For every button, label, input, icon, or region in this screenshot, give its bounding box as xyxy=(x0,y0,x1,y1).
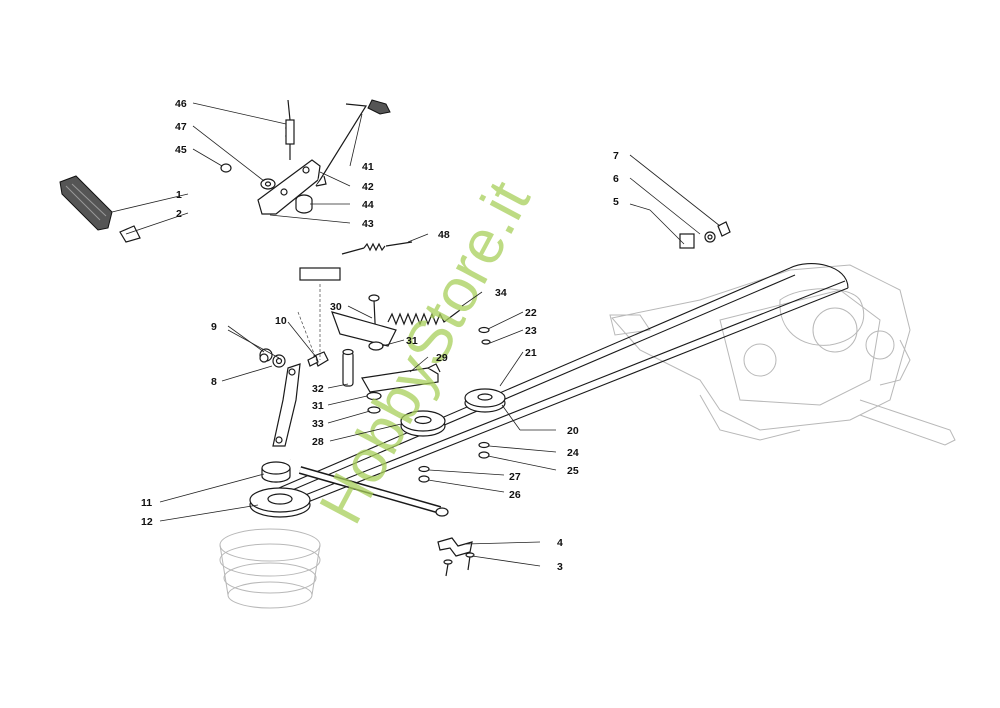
callout-29: 29 xyxy=(436,352,448,364)
idler-pulley-21 xyxy=(464,388,506,413)
callout-9: 9 xyxy=(211,321,217,333)
callout-46: 46 xyxy=(175,98,187,110)
callout-30: 30 xyxy=(330,301,342,313)
idler-arm-29 xyxy=(361,363,441,393)
nut-45 xyxy=(220,163,232,173)
callout-26: 26 xyxy=(509,489,521,501)
transaxle-ghost xyxy=(609,264,956,446)
callout-6: 6 xyxy=(613,173,619,185)
callout-47: 47 xyxy=(175,121,187,133)
callout-22: 22 xyxy=(525,307,537,319)
callout-44: 44 xyxy=(362,199,374,211)
screws-3 xyxy=(443,552,475,577)
callout-leaders xyxy=(111,102,721,567)
callout-33: 33 xyxy=(312,418,324,430)
callout-42: 42 xyxy=(362,181,374,193)
guide-lines xyxy=(297,284,321,365)
spacer-32 xyxy=(342,348,354,387)
nuts-9 xyxy=(259,348,286,368)
spring-34 xyxy=(387,309,461,326)
pedal-pad xyxy=(59,175,113,231)
engine-pulley-ghost xyxy=(219,528,321,609)
clip-4 xyxy=(437,537,473,557)
washers-24-27 xyxy=(418,441,490,483)
callout-12: 12 xyxy=(141,516,153,528)
callout-10: 10 xyxy=(275,315,287,327)
callout-27: 27 xyxy=(509,471,521,483)
bracket-plate xyxy=(331,311,397,351)
spring-48 xyxy=(341,241,413,255)
idler-pulley-28 xyxy=(400,410,446,437)
callout-48: 48 xyxy=(438,229,450,241)
drive-belt xyxy=(257,263,849,516)
brake-plate xyxy=(257,159,321,215)
knob-44 xyxy=(295,194,313,214)
pulley-spacer xyxy=(261,461,291,483)
callout-31-lower: 31 xyxy=(312,400,324,412)
idler-arm xyxy=(272,363,301,447)
callout-labels: 1 2 3 4 5 6 7 8 9 10 11 12 20 21 22 23 2… xyxy=(141,98,619,573)
callout-11: 11 xyxy=(141,497,152,509)
callout-41: 41 xyxy=(362,161,374,173)
washer-47 xyxy=(260,178,276,190)
callout-23: 23 xyxy=(525,325,537,337)
callout-34: 34 xyxy=(495,287,507,299)
callout-8: 8 xyxy=(211,376,217,388)
callout-43: 43 xyxy=(362,218,374,230)
spring-46 xyxy=(284,99,295,160)
control-rod xyxy=(299,221,731,281)
callout-24: 24 xyxy=(567,447,579,459)
callout-2: 2 xyxy=(176,208,182,220)
bolt-10 xyxy=(307,351,329,367)
callout-20: 20 xyxy=(567,425,579,437)
callout-7: 7 xyxy=(613,150,619,162)
callout-28: 28 xyxy=(312,436,324,448)
pedal-lever xyxy=(101,225,449,517)
callout-25: 25 xyxy=(567,465,579,477)
callout-3: 3 xyxy=(557,561,563,573)
callout-1: 1 xyxy=(176,189,182,201)
callout-32: 32 xyxy=(312,383,324,395)
callout-31-upper: 31 xyxy=(406,335,418,347)
callout-4: 4 xyxy=(557,537,563,549)
callout-21: 21 xyxy=(525,347,537,359)
callout-5: 5 xyxy=(613,196,619,208)
engine-pulley xyxy=(249,487,311,518)
brake-lever-41 xyxy=(315,99,391,187)
washers-22-23 xyxy=(478,326,491,345)
callout-45: 45 xyxy=(175,144,187,156)
